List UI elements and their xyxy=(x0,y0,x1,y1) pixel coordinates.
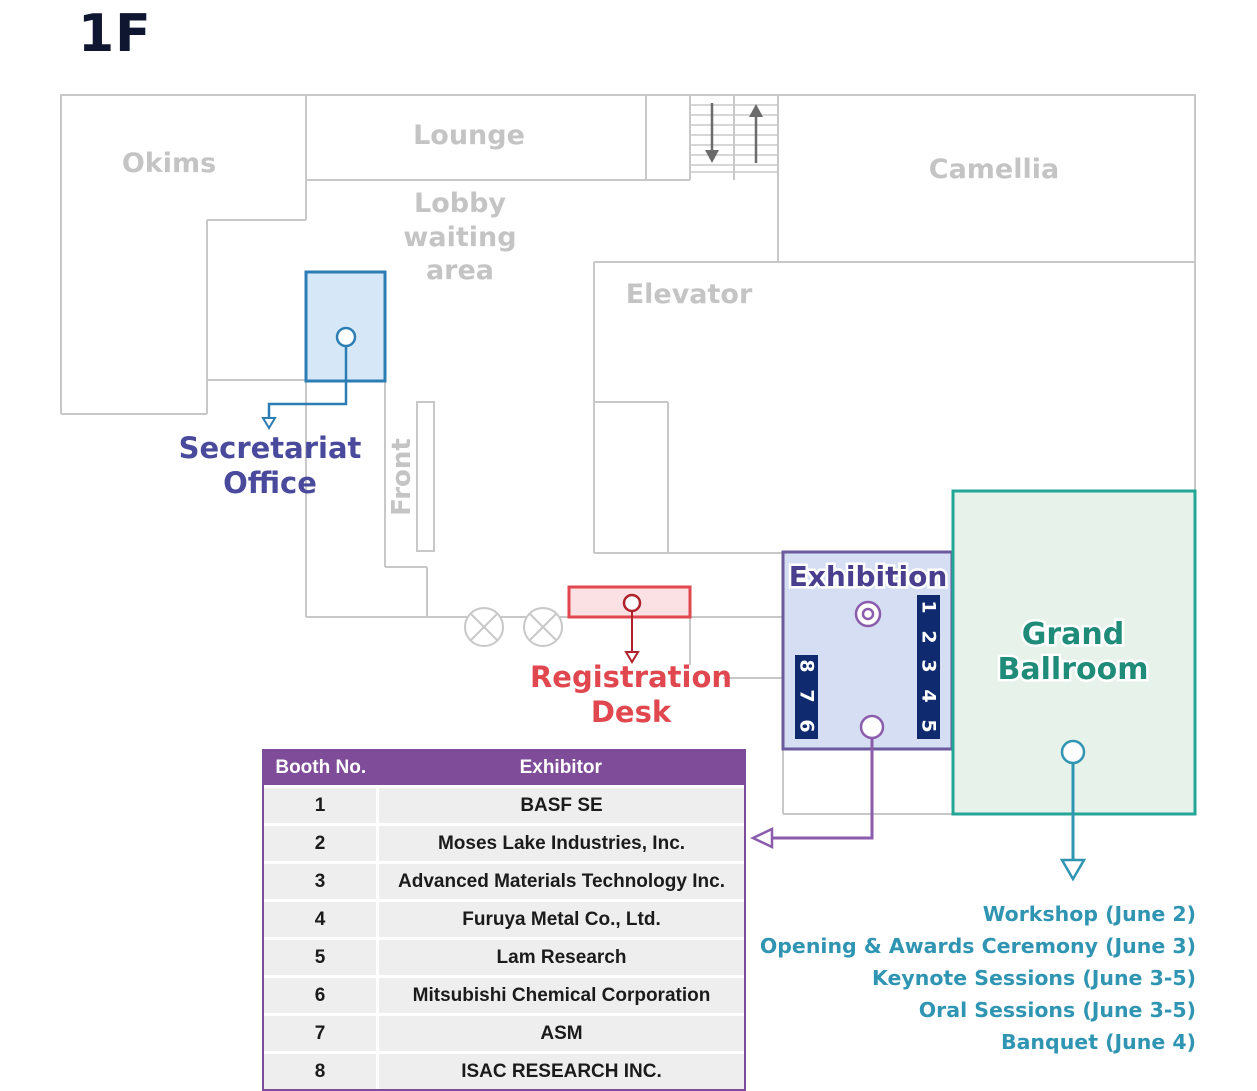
table-row: 7 ASM xyxy=(264,1015,744,1053)
booth-marker: 8 xyxy=(796,659,818,672)
booth-number: 6 xyxy=(264,977,378,1015)
exhibition-target-icon xyxy=(856,602,880,626)
column-header-exhibitor: Exhibitor xyxy=(378,751,745,787)
registration-location-pin-icon xyxy=(624,595,640,611)
secretariat-arrow-icon xyxy=(263,418,275,428)
session-item: Keynote Sessions (June 3-5) xyxy=(760,962,1196,994)
secretariat-label-line2: Office xyxy=(223,466,317,500)
booth-number: 1 xyxy=(264,787,378,825)
exhibitor-name: ASM xyxy=(378,1015,745,1053)
session-item: Oral Sessions (June 3-5) xyxy=(760,994,1196,1026)
exhibition-arrow-icon xyxy=(753,829,772,847)
room-lobby-line2: waiting xyxy=(403,222,516,253)
booth-badges-left: 6 7 8 xyxy=(795,655,818,739)
table-row: 2 Moses Lake Industries, Inc. xyxy=(264,825,744,863)
booth-marker: 3 xyxy=(918,659,940,672)
table-header-row: Booth No. Exhibitor xyxy=(264,751,744,787)
grand-ballroom-label-line1: Grand xyxy=(1022,617,1125,652)
table-row: 1 BASF SE xyxy=(264,787,744,825)
booth-exhibitor-table: Booth No. Exhibitor 1 BASF SE 2 Moses La… xyxy=(262,749,746,1091)
exhibitor-name: Mitsubishi Chemical Corporation xyxy=(378,977,745,1015)
room-lounge: Lounge xyxy=(413,120,525,151)
booth-marker: 1 xyxy=(918,600,940,613)
grand-ballroom-location-pin-icon xyxy=(1062,741,1084,763)
exhibitor-name: ISAC RESEARCH INC. xyxy=(378,1053,745,1090)
exhibition-leader-line xyxy=(770,738,872,838)
table-row: 8 ISAC RESEARCH INC. xyxy=(264,1053,744,1090)
session-item: Opening & Awards Ceremony (June 3) xyxy=(760,930,1196,962)
booth-number: 7 xyxy=(264,1015,378,1053)
booth-marker: 4 xyxy=(918,689,940,702)
exhibitor-name: Furuya Metal Co., Ltd. xyxy=(378,901,745,939)
secretariat-location-pin-icon xyxy=(337,328,355,346)
revolving-door-icon xyxy=(524,608,562,646)
room-front: Front xyxy=(387,438,417,516)
secretariat-label-line1: Secretariat xyxy=(179,431,362,465)
revolving-door-icon xyxy=(465,608,503,646)
booth-number: 2 xyxy=(264,825,378,863)
exhibitor-name: Moses Lake Industries, Inc. xyxy=(378,825,745,863)
session-item: Banquet (June 4) xyxy=(760,1026,1196,1058)
booth-marker: 7 xyxy=(796,689,818,702)
grand-ballroom-session-list: Workshop (June 2) Opening & Awards Cerem… xyxy=(760,898,1196,1058)
exhibitor-name: BASF SE xyxy=(378,787,745,825)
grand-ballroom-label-line2: Ballroom xyxy=(998,652,1149,687)
booth-number: 4 xyxy=(264,901,378,939)
room-okims: Okims xyxy=(122,148,216,179)
room-lobby-line3: area xyxy=(426,255,494,286)
column-header-booth-no: Booth No. xyxy=(264,751,378,787)
exhibitor-name: Lam Research xyxy=(378,939,745,977)
booth-number: 8 xyxy=(264,1053,378,1090)
stair-down-arrow-icon xyxy=(705,103,719,163)
registration-label-line1: Registration xyxy=(530,660,732,694)
table-row: 4 Furuya Metal Co., Ltd. xyxy=(264,901,744,939)
exhibitor-name: Advanced Materials Technology Inc. xyxy=(378,863,745,901)
booth-marker: 2 xyxy=(918,630,940,643)
booth-marker: 6 xyxy=(796,719,818,732)
room-lobby-line1: Lobby xyxy=(414,188,506,219)
booth-number: 5 xyxy=(264,939,378,977)
session-item: Workshop (June 2) xyxy=(760,898,1196,930)
booth-badges-right: 1 2 3 4 5 xyxy=(917,595,940,739)
room-camellia: Camellia xyxy=(929,154,1059,185)
room-elevator: Elevator xyxy=(626,279,753,310)
table-row: 6 Mitsubishi Chemical Corporation xyxy=(264,977,744,1015)
table-row: 5 Lam Research xyxy=(264,939,744,977)
booth-marker: 5 xyxy=(918,719,940,732)
booth-number: 3 xyxy=(264,863,378,901)
registration-label-line2: Desk xyxy=(591,695,672,729)
grand-ballroom-arrow-icon xyxy=(1062,860,1084,879)
exhibition-location-pin-icon xyxy=(861,716,883,738)
stair-up-arrow-icon xyxy=(749,104,763,163)
table-row: 3 Advanced Materials Technology Inc. xyxy=(264,863,744,901)
exhibition-label: Exhibition xyxy=(789,560,948,593)
